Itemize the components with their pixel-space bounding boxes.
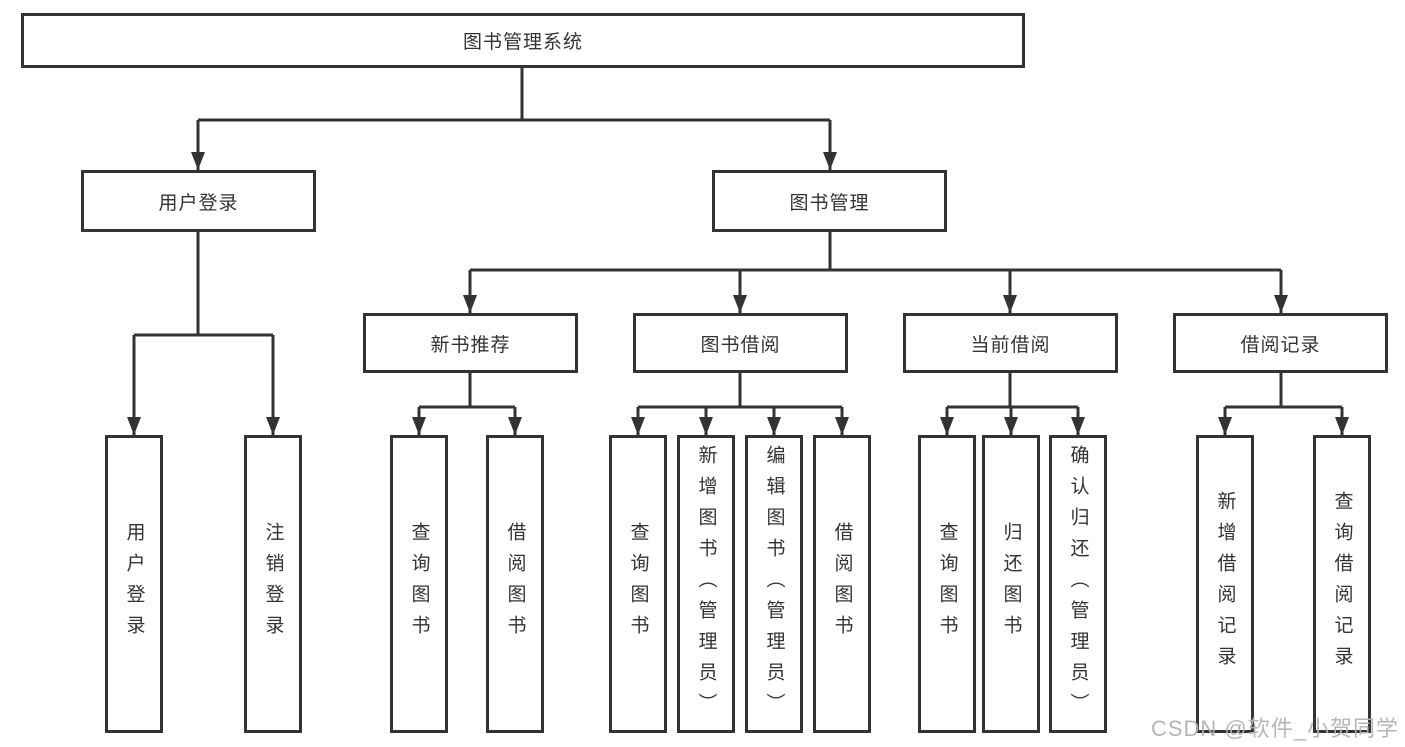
node-query-books: 查询图书 <box>609 435 667 733</box>
node-query-books: 查询图书 <box>918 435 976 733</box>
node-label: 新书推荐 <box>430 334 511 356</box>
node-borrow-books: 借阅图书 <box>813 435 871 733</box>
node-return-books: 归还图书 <box>982 435 1040 733</box>
node-user-login: 用户登录 <box>81 170 316 232</box>
node-query-books: 查询图书 <box>390 435 448 733</box>
node-borrow-record: 借阅记录 <box>1173 313 1388 373</box>
node-label: 查询图书 <box>936 522 958 646</box>
node-label: 用户登录 <box>158 192 239 214</box>
node-query-borrow-record: 查询借阅记录 <box>1313 435 1371 733</box>
node-label: 图书管理系统 <box>462 32 583 53</box>
node-label: 归还图书 <box>1000 522 1022 646</box>
node-label: 注销登录 <box>262 522 284 646</box>
node-confirm-return-admin: 确认归还（管理员） <box>1049 435 1107 733</box>
node-label: 图书管理 <box>789 192 870 214</box>
node-logout: 注销登录 <box>244 435 302 733</box>
node-label: 借阅图书 <box>831 522 853 646</box>
node-label: 用户登录 <box>123 522 145 646</box>
node-label: 借阅记录 <box>1240 334 1321 356</box>
node-current-borrow: 当前借阅 <box>903 313 1118 373</box>
node-borrow-books: 借阅图书 <box>486 435 544 733</box>
node-label: 查询借阅记录 <box>1331 491 1353 677</box>
node-label: 借阅图书 <box>504 522 526 646</box>
node-label: 编辑图书（管理员） <box>763 444 785 724</box>
node-user-login-leaf: 用户登录 <box>105 435 163 733</box>
node-label: 查询图书 <box>627 522 649 646</box>
node-label: 当前借阅 <box>970 334 1051 356</box>
node-label: 图书借阅 <box>700 334 781 356</box>
node-label: 确认归还（管理员） <box>1067 444 1089 724</box>
node-label: 查询图书 <box>408 522 430 646</box>
node-book-borrow: 图书借阅 <box>633 313 848 373</box>
node-add-borrow-record: 新增借阅记录 <box>1196 435 1254 733</box>
node-book-management: 图书管理 <box>712 170 947 232</box>
node-label: 新增图书（管理员） <box>695 444 717 724</box>
node-label: 新增借阅记录 <box>1214 491 1236 677</box>
node-edit-books-admin: 编辑图书（管理员） <box>745 435 803 733</box>
node-library-management-system: 图书管理系统 <box>21 13 1025 68</box>
node-new-book-recommend: 新书推荐 <box>363 313 578 373</box>
node-add-books-admin: 新增图书（管理员） <box>677 435 735 733</box>
